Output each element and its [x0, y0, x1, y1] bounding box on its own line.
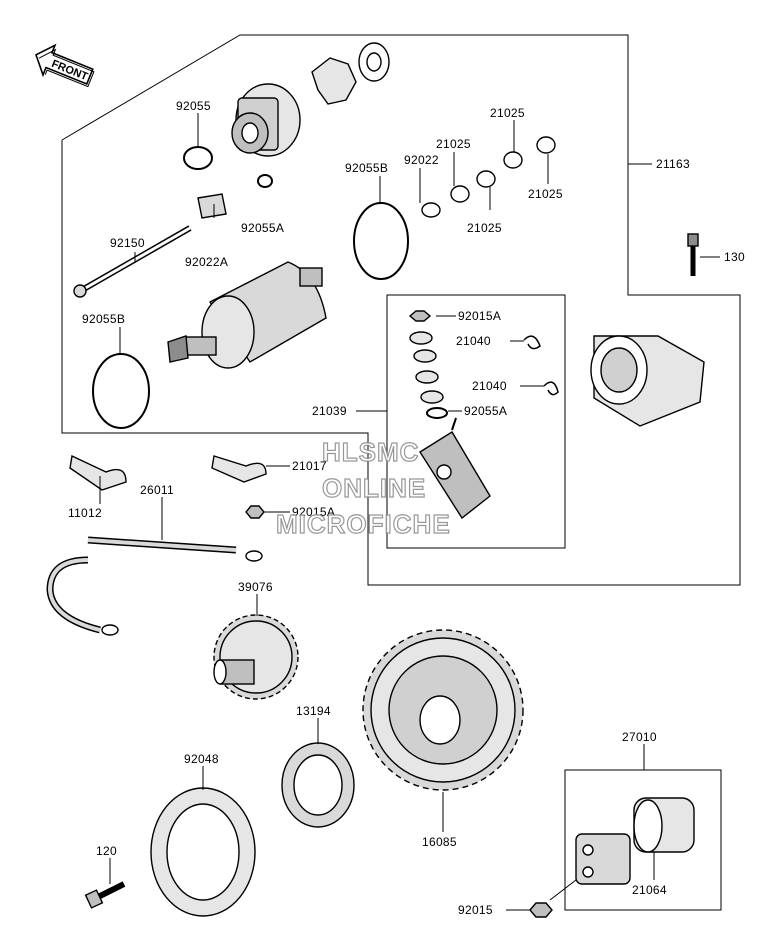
- bolt-130: [687, 233, 699, 276]
- label-120: 120: [96, 844, 117, 858]
- o-ring-92055A-mid: [426, 407, 448, 419]
- starter-front-cover: [231, 83, 301, 157]
- nut-92015: [529, 902, 553, 918]
- relay-cover-21064: [633, 797, 695, 853]
- bolt-120: [84, 881, 126, 909]
- through-bolt-92150: [73, 225, 192, 298]
- starter-relay-27010: [575, 833, 631, 885]
- starter-yoke: [167, 261, 327, 369]
- label-92055B-top: 92055B: [345, 161, 388, 175]
- brush-holder-group-box: [386, 294, 566, 549]
- o-ring-92055: [183, 146, 213, 170]
- label-92022: 92022: [404, 153, 439, 167]
- label-92055A-mid: 92055A: [464, 404, 507, 418]
- nut-92015A: [408, 310, 432, 322]
- label-21040-a: 21040: [456, 334, 491, 348]
- label-21017: 21017: [292, 459, 327, 473]
- brush-holder-21039: [419, 417, 491, 520]
- o-ring-92055A: [257, 174, 273, 188]
- label-21040-b: 21040: [472, 379, 507, 393]
- washer-d: [420, 390, 444, 404]
- label-92048: 92048: [184, 752, 219, 766]
- idle-gear-39076: [213, 614, 299, 700]
- spring-21040-a: [523, 335, 541, 350]
- gasket-92048: [150, 787, 256, 917]
- label-26011: 26011: [140, 483, 174, 497]
- leader-lines: [99, 113, 720, 911]
- washer-21025-3: [503, 151, 523, 169]
- starter-clutch-gear-16085: [362, 629, 524, 791]
- label-92015A-mid: 92015A: [292, 505, 335, 519]
- label-92022A: 92022A: [185, 255, 228, 269]
- label-21163: 21163: [656, 157, 690, 171]
- starter-rear-cover: [590, 335, 705, 427]
- washer-b: [413, 349, 437, 363]
- label-39076: 39076: [238, 580, 273, 594]
- label-21025-b: 21025: [490, 106, 525, 120]
- label-21064: 21064: [632, 883, 667, 897]
- label-92055B-left: 92055B: [82, 312, 125, 326]
- washer-92022: [421, 202, 441, 218]
- boot-21017: [211, 455, 267, 483]
- washer-c: [415, 370, 439, 384]
- boot-11012: [69, 454, 127, 491]
- watermark-line1: HLSMC: [322, 437, 419, 467]
- starter-cable-26011: [46, 536, 263, 636]
- label-92150: 92150: [110, 236, 145, 250]
- label-21025-c: 21025: [528, 187, 563, 201]
- washer-21025-1: [450, 185, 470, 203]
- label-92015: 92015: [458, 903, 493, 917]
- label-21025-d: 21025: [467, 221, 502, 235]
- label-11012: 11012: [68, 506, 102, 520]
- starter-assembly-outline: [61, 34, 741, 586]
- o-ring-92055B-left: [92, 353, 150, 429]
- washer-21025-4: [536, 136, 556, 154]
- watermark: HLSMC ONLINE MICROFICHE: [275, 436, 451, 539]
- label-92015A-top: 92015A: [458, 309, 501, 323]
- label-92055: 92055: [176, 99, 211, 113]
- lock-washer: [311, 57, 357, 105]
- label-21039: 21039: [312, 404, 347, 418]
- label-16085: 16085: [422, 835, 457, 849]
- label-92055A: 92055A: [241, 221, 284, 235]
- one-way-clutch-13194: [281, 742, 355, 828]
- washer-21025-2: [476, 170, 496, 188]
- washer-a: [409, 331, 433, 345]
- label-21025-a: 21025: [436, 137, 471, 151]
- spring-21040-b: [543, 381, 559, 396]
- watermark-line2: ONLINE: [322, 473, 426, 503]
- plate-92022A: [197, 193, 227, 219]
- watermark-line3: MICROFICHE: [276, 509, 451, 539]
- label-130: 130: [724, 250, 745, 264]
- o-ring-92055B-top: [353, 202, 409, 280]
- label-27010: 27010: [622, 730, 657, 744]
- label-13194: 13194: [296, 704, 331, 718]
- nut-92015A-mid: [245, 505, 265, 519]
- relay-group-box: [564, 769, 722, 911]
